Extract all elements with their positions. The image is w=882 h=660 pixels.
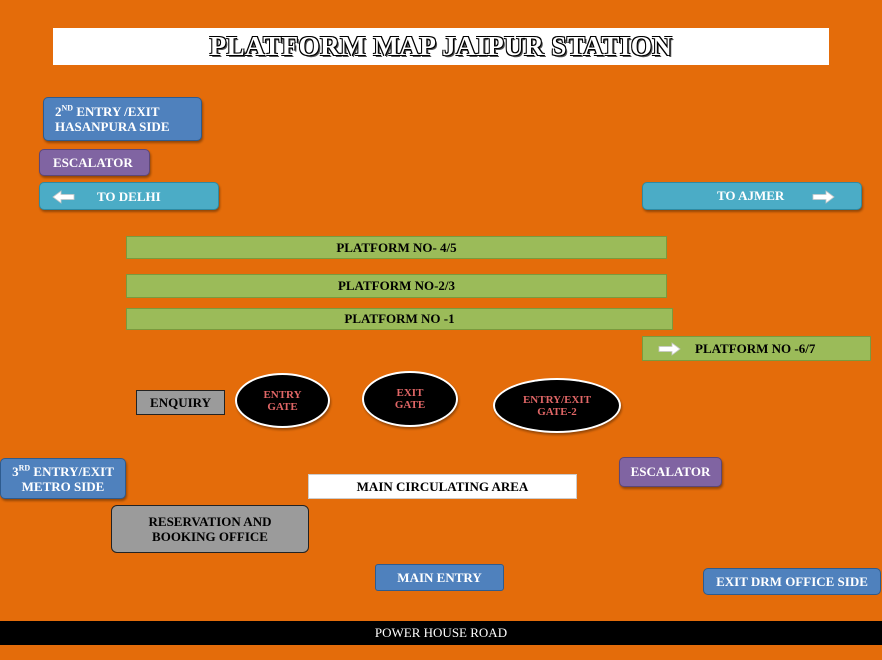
entry2-line1: ENTRY /EXIT — [73, 104, 160, 119]
exit-drm-label: EXIT DRM OFFICE SIDE — [716, 573, 868, 589]
enquiry-box: ENQUIRY — [136, 390, 225, 415]
power-house-road: POWER HOUSE ROAD — [0, 621, 882, 645]
main-circulating-area: MAIN CIRCULATING AREA — [308, 474, 577, 499]
main-circulating-label: MAIN CIRCULATING AREA — [356, 478, 529, 494]
to-ajmer-box: TO AJMER — [642, 182, 862, 210]
entry-exit-2-hasanpura-box: 2ND ENTRY /EXIT HASANPURA SIDE — [43, 97, 202, 141]
platform-4-5: PLATFORM NO- 4/5 — [126, 236, 667, 259]
escalator-top-label: ESCALATOR — [53, 155, 133, 170]
platform-2-3-label: PLATFORM NO-2/3 — [337, 278, 456, 293]
main-entry-box: MAIN ENTRY — [375, 564, 504, 591]
escalator-bottom-box: ESCALATOR — [619, 457, 722, 487]
enquiry-label: ENQUIRY — [150, 394, 211, 410]
platform-2-3: PLATFORM NO-2/3 — [126, 274, 667, 298]
platform-6-7: PLATFORM NO -6/7 — [642, 336, 871, 361]
arrow-right-icon — [812, 190, 835, 204]
to-ajmer-label: TO AJMER — [717, 188, 785, 203]
exit-gate-line1: EXIT — [396, 387, 424, 399]
arrow-left-icon — [52, 190, 75, 204]
platform-1: PLATFORM NO -1 — [126, 308, 673, 330]
platform-4-5-label: PLATFORM NO- 4/5 — [336, 239, 457, 255]
page-title: PLATFORM MAP JAIPUR STATION — [53, 28, 829, 65]
reservation-line2: BOOKING OFFICE — [152, 529, 268, 544]
arrow-right-icon — [658, 342, 681, 356]
entry2-line2: HASANPURA SIDE — [55, 119, 170, 134]
exit-drm-office-box: EXIT DRM OFFICE SIDE — [703, 568, 881, 595]
road-label: POWER HOUSE ROAD — [374, 625, 508, 640]
entry3-number: 3 — [12, 463, 19, 479]
platform-1-label: PLATFORM NO -1 — [344, 311, 455, 326]
entry2-ordinal: ND — [61, 103, 74, 113]
escalator-bottom-label: ESCALATOR — [630, 464, 711, 479]
entry3-ordinal: RD — [18, 463, 31, 473]
entry-gate-line1: ENTRY — [263, 388, 302, 401]
entry-exit-gate-2-line1: ENTRY/EXIT — [522, 393, 592, 406]
exit-gate-line2: GATE — [394, 399, 426, 411]
entry3-line2: METRO SIDE — [21, 478, 105, 494]
entry2-number: 2 — [55, 104, 62, 119]
entry-exit-gate-2-line2: GATE-2 — [537, 405, 577, 418]
entry-gate-line2: GATE — [267, 400, 298, 413]
to-delhi-box: TO DELHI — [39, 182, 219, 210]
entry-exit-3-metro-box: 3RD ENTRY/EXIT METRO SIDE — [0, 458, 126, 499]
to-delhi-label: TO DELHI — [97, 189, 161, 204]
escalator-top-box: ESCALATOR — [39, 149, 150, 176]
platform-6-7-label: PLATFORM NO -6/7 — [695, 340, 816, 356]
main-entry-label: MAIN ENTRY — [397, 569, 482, 585]
entry3-line1: ENTRY/EXIT — [30, 463, 114, 479]
reservation-line1: RESERVATION AND — [148, 514, 272, 529]
